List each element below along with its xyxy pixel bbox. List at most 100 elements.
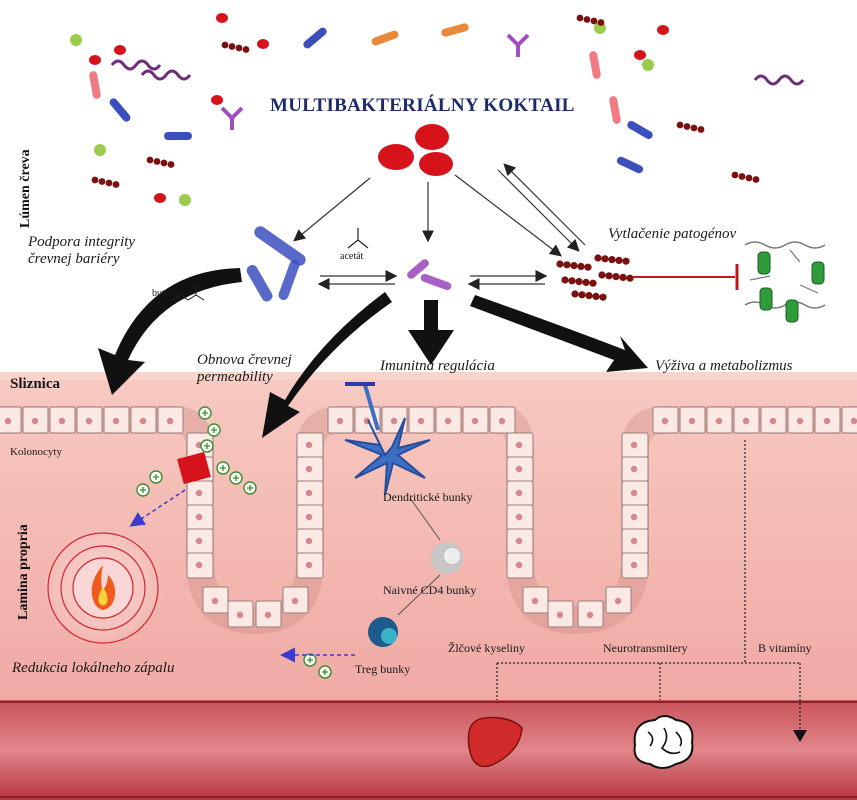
bacteria-icon (626, 274, 634, 282)
bacteria-icon (89, 55, 101, 65)
colonocyte (49, 406, 76, 434)
colonocyte (621, 528, 649, 555)
colonocyte (202, 586, 229, 614)
colonocyte (186, 552, 214, 579)
bacteria-icon (303, 27, 327, 49)
chain-bacteria-group (556, 254, 634, 301)
bacteria-icon (441, 23, 469, 37)
short-chain-fatty-acids (136, 406, 332, 679)
bacteria-icon (612, 273, 620, 281)
effect-displacement-label: Vytlačenie patogénov (608, 226, 737, 242)
colonocyte (157, 406, 184, 434)
colonocyte (296, 480, 324, 507)
colonocyte (506, 432, 534, 459)
colonocyte (282, 586, 309, 614)
bacteria-icon (570, 262, 578, 270)
bacteria-icon (228, 43, 236, 50)
colonocyte (733, 406, 760, 434)
dendritic-cells-label: Dendritické bunky (383, 490, 473, 504)
bacteria-icon (690, 124, 698, 132)
plus-molecule (229, 471, 243, 485)
bacteria-icon (561, 276, 569, 284)
effect-inflammation-label: Redukcia lokálneho zápalu (12, 660, 175, 676)
brain-icon (633, 715, 694, 769)
bacteria-icon (745, 174, 753, 182)
bacteria-icon (585, 292, 593, 300)
bacteria-icon (657, 25, 669, 35)
colonocyte (522, 586, 549, 614)
bacteria-icon (589, 51, 601, 79)
colonocyte (462, 406, 489, 434)
colonocyte (621, 432, 649, 459)
bacteria-icon (577, 262, 585, 270)
fire-icon (43, 528, 163, 648)
bacteria-icon (91, 176, 99, 184)
naive-cd4-label: Naivné CD4 bunky (383, 583, 477, 597)
colonocyte (408, 406, 435, 434)
colonocyte (0, 406, 22, 434)
bacteria-icon (731, 171, 739, 179)
colonocyte (186, 528, 214, 555)
bacteria-icon (571, 290, 579, 298)
epithelium (0, 406, 857, 634)
bacteria-icon (697, 126, 705, 133)
bacteria-icon (89, 71, 101, 99)
colonocyte (506, 504, 534, 531)
bacteria-icon (738, 173, 746, 180)
bacteria-icon (167, 161, 175, 168)
colonocyte (760, 406, 787, 434)
bacteria-icon (615, 256, 623, 264)
zone-mucosa-label: Sliznica (10, 376, 61, 392)
colonocyte (22, 406, 49, 434)
bacteria-icon (257, 39, 269, 49)
acetate-label: acetát (340, 251, 364, 262)
big-arrows (98, 268, 648, 438)
bacteria-icon (216, 13, 228, 23)
bacteria-icon (605, 272, 613, 280)
bacteria-icon (70, 34, 82, 46)
bacteria-icon (506, 33, 530, 57)
colonocyte (787, 406, 814, 434)
bacteria-icon (242, 46, 250, 53)
bacteria-icon (619, 273, 627, 281)
colonocyte (489, 406, 516, 434)
zone-lumen-label: Lúmen čreva (18, 149, 33, 228)
plus-molecule (200, 439, 214, 453)
colonocyte (76, 406, 103, 434)
colonocyte (506, 456, 534, 483)
bacteria-icon (575, 278, 583, 286)
plus-molecule (207, 423, 221, 437)
bacteria-field (70, 13, 805, 206)
colonocyte (296, 504, 324, 531)
metabolite-connectors (496, 440, 801, 735)
colonocyte (621, 552, 649, 579)
colonocyte (327, 406, 354, 434)
bacteria-icon (153, 158, 161, 165)
bacteria-icon (160, 159, 168, 167)
colonocyte (547, 600, 574, 628)
colonocyte (679, 406, 706, 434)
colonocyte (296, 552, 324, 579)
bacteria-icon (752, 176, 760, 183)
central-bacteria (378, 124, 453, 176)
colonocyte (296, 432, 324, 459)
colonocyte (506, 480, 534, 507)
plus-molecule (303, 653, 317, 667)
bacteria-icon (583, 16, 591, 23)
plus-molecule (243, 481, 257, 495)
plus-molecule (318, 665, 332, 679)
bacteria-icon (609, 96, 621, 124)
bacteria-icon (590, 17, 598, 25)
bacteria-icon (179, 194, 191, 206)
colonocyte (186, 480, 214, 507)
blue-bacteria-group (246, 226, 306, 302)
b-vitamins-label: B vitamíny (758, 641, 812, 655)
bacteria-icon (371, 30, 399, 46)
colonocytes-label: Kolonocyty (10, 446, 62, 458)
bacteria-icon (582, 278, 590, 286)
bacteria-icon (753, 74, 805, 86)
bacteria-icon (114, 45, 126, 55)
bacteria-icon (627, 121, 653, 139)
colonocyte (621, 456, 649, 483)
bacteria-icon (94, 144, 106, 156)
